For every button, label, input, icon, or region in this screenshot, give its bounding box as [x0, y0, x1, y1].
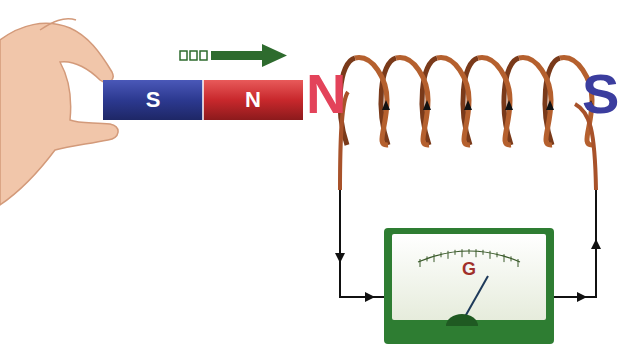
- magnet-north-half: [203, 80, 303, 120]
- magnet-south-half: [103, 80, 203, 120]
- motion-arrow: [180, 44, 287, 67]
- magnet-pole: N: [203, 80, 303, 120]
- coil-pole-label: S: [582, 66, 619, 122]
- hand: [0, 19, 118, 205]
- coil: [340, 58, 595, 145]
- current-arrow: [382, 100, 390, 110]
- pole-letter: G: [462, 260, 476, 278]
- pole-letter: S: [146, 89, 161, 111]
- galvanometer: [384, 228, 554, 344]
- coil-front-turn: [396, 58, 429, 145]
- magnet-pole: S: [103, 80, 203, 120]
- circuit-wires: [340, 92, 596, 297]
- coil-front-turn: [437, 58, 470, 145]
- current-arrow: [505, 100, 513, 110]
- galvanometer-face: G: [392, 234, 546, 320]
- coil-front-turn: [519, 58, 552, 145]
- coil-front-turn: [478, 58, 511, 145]
- coil-front-turn: [355, 58, 388, 145]
- current-arrow: [546, 100, 554, 110]
- current-arrow: [423, 100, 431, 110]
- pole-letter: N: [245, 89, 261, 111]
- current-arrow: [464, 100, 472, 110]
- magnet-divider: [202, 80, 204, 120]
- coil-pole-label: N: [306, 66, 346, 122]
